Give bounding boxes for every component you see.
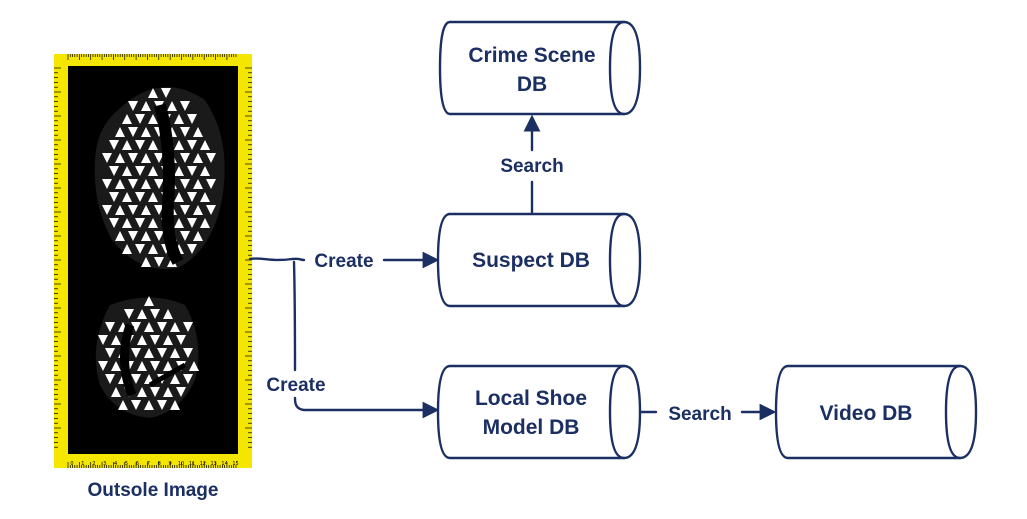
node-crime-scene-db-line1: Crime Scene (468, 44, 595, 67)
connectors (248, 114, 777, 421)
ruler-number: 9 (169, 461, 172, 467)
ruler-number: 15 (232, 461, 238, 467)
ruler-number: 13 (211, 461, 217, 467)
node-local-shoe-model-db-line2: Model DB (483, 416, 580, 439)
outsole-image-caption: Outsole Image (88, 480, 219, 501)
edge-label-search-crime: Search (500, 156, 563, 177)
ruler-number: 11 (189, 461, 195, 467)
ruler-number: 10 (178, 461, 184, 467)
node-crime-scene-db-line2: DB (517, 73, 547, 96)
ruler-number: 12 (200, 461, 206, 467)
ruler-number: 6 (136, 461, 139, 467)
ruler-number: 5 (125, 461, 128, 467)
ruler-ticks (54, 54, 252, 468)
node-crime-scene-db[interactable]: Crime Scene DB (438, 20, 642, 116)
forefoot-tread (94, 87, 225, 270)
ruler-number: 14 (221, 461, 227, 467)
node-video-db-label: Video DB (820, 402, 913, 425)
ruler-number: 4 (114, 461, 117, 467)
node-local-shoe-model-db-line1: Local Shoe (475, 387, 587, 410)
edge-create-local (292, 260, 297, 372)
node-local-shoe-model-db[interactable]: Local Shoe Model DB (436, 364, 642, 460)
edge-label-search-video: Search (668, 404, 731, 425)
node-video-db[interactable]: Video DB (774, 364, 978, 460)
node-suspect-db-label: Suspect DB (472, 249, 590, 272)
node-suspect-db[interactable]: Suspect DB (436, 212, 642, 308)
ruler-number: 7 (147, 461, 150, 467)
edge-label-create-suspect: Create (314, 251, 373, 272)
ruler-number: 3 (103, 461, 106, 467)
edge-label-create-local: Create (266, 375, 325, 396)
edge-create-suspect (248, 257, 306, 262)
ruler-number: 8 (158, 461, 161, 467)
heel-tread (95, 296, 199, 418)
ruler-number: 2 (92, 461, 95, 467)
edge-create-local-arrow (293, 396, 440, 419)
ruler-number: 0 (70, 461, 73, 467)
ruler-number: 1 (81, 461, 84, 467)
